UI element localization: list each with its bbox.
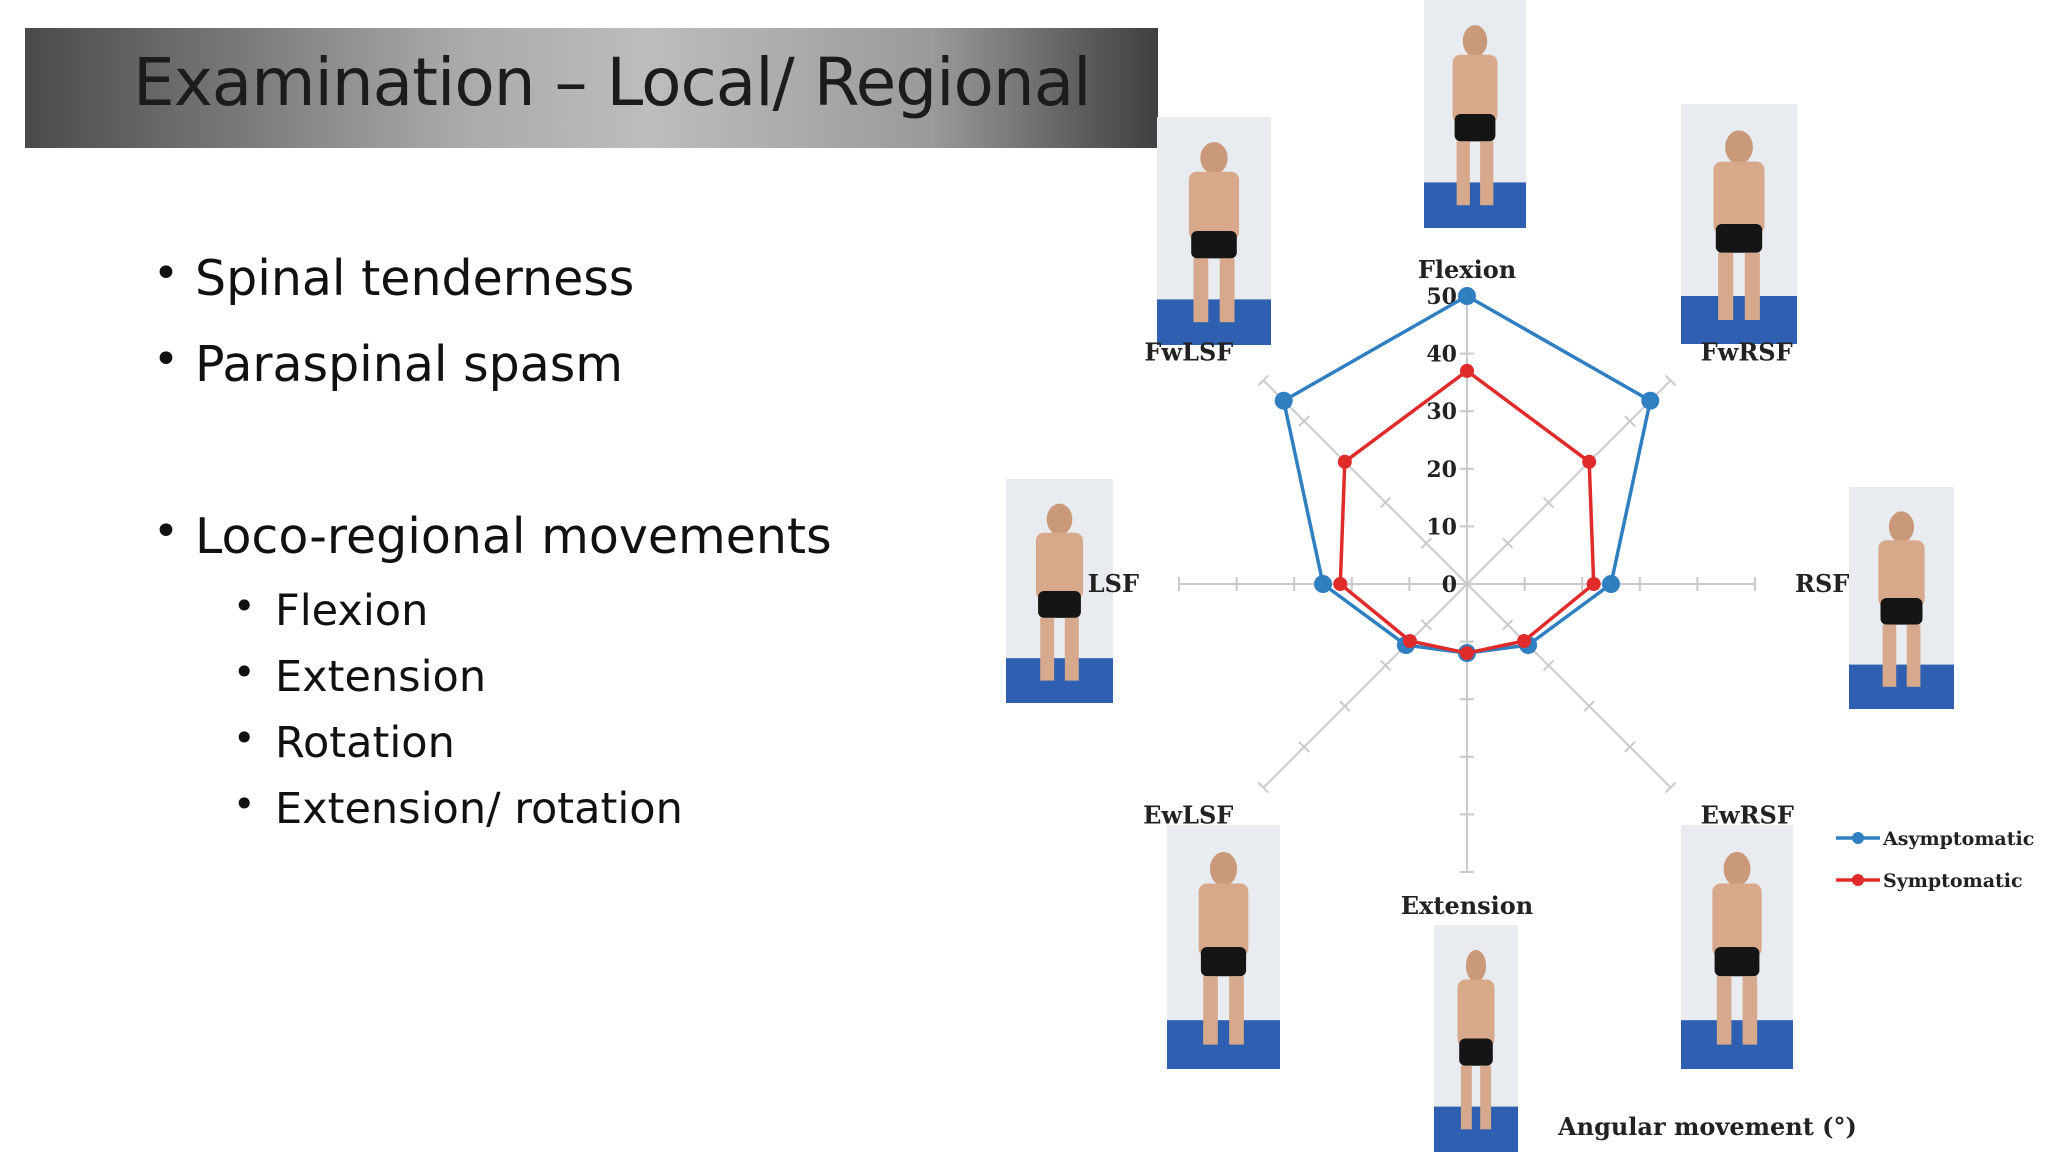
axis-label: Extension xyxy=(1401,891,1534,920)
ewrsf-photo xyxy=(1681,825,1793,1069)
data-point xyxy=(1460,363,1474,378)
data-point xyxy=(1586,577,1601,591)
slide-title: Examination – Local/ Regional xyxy=(133,44,1091,121)
radar-tick xyxy=(1664,374,1677,387)
title-bar: Examination – Local/ Regional xyxy=(25,28,1158,148)
data-point xyxy=(1641,391,1660,410)
radar-tick xyxy=(1624,741,1636,753)
bullet-text: Paraspinal spasm xyxy=(195,336,623,393)
scale-label: 20 xyxy=(1426,457,1457,483)
bullet-item: Paraspinal spasm xyxy=(153,334,623,393)
bullet-item: Loco-regional movements xyxy=(153,506,832,565)
radar-tick xyxy=(1624,415,1636,427)
radar-spoke xyxy=(1466,583,1672,789)
radar-tick xyxy=(1502,537,1514,549)
sub-bullet-item: Rotation xyxy=(233,716,455,768)
radar-tick xyxy=(1339,700,1351,712)
radar-tick xyxy=(1420,619,1432,631)
axis-label: EwLSF xyxy=(1143,801,1233,830)
radar-tick xyxy=(1542,496,1555,509)
sub-bullet-text: Flexion xyxy=(275,586,429,636)
data-point xyxy=(1582,454,1597,469)
bullet-item: Spinal tenderness xyxy=(153,248,635,307)
sub-bullet-text: Extension/ rotation xyxy=(275,784,683,834)
radar-tick xyxy=(1257,781,1270,794)
radar-tick xyxy=(1664,781,1677,794)
legend-label: Asymptomatic xyxy=(1882,828,2034,850)
radar-tick xyxy=(1420,537,1432,549)
flexion-photo xyxy=(1424,0,1526,228)
data-point xyxy=(1314,575,1332,593)
lsf-photo xyxy=(1006,479,1113,703)
axis-label: EwRSF xyxy=(1701,801,1794,830)
legend-label: Symptomatic xyxy=(1883,870,2023,892)
radar-tick xyxy=(1298,415,1310,427)
scale-label: 0 xyxy=(1442,572,1457,598)
x-axis-label: Angular movement (°) xyxy=(1557,1112,1857,1141)
radar-tick xyxy=(1583,700,1595,712)
sub-bullet-text: Extension xyxy=(275,652,487,702)
rsf-photo xyxy=(1849,487,1954,709)
radar-tick xyxy=(1542,659,1555,672)
legend-marker xyxy=(1852,832,1864,844)
radar-spoke xyxy=(1262,379,1468,585)
radar-tick xyxy=(1257,374,1270,387)
axis-label: LSF xyxy=(1088,569,1139,598)
radar-tick xyxy=(1502,619,1514,631)
axis-label: Flexion xyxy=(1418,255,1516,284)
scale-label: 40 xyxy=(1426,342,1457,368)
bullet-text: Loco-regional movements xyxy=(195,508,832,565)
radar-tick xyxy=(1298,741,1310,753)
bullet-text: Spinal tenderness xyxy=(195,250,635,307)
sub-bullet-item: Extension xyxy=(233,650,487,702)
data-point xyxy=(1333,577,1348,591)
extension-photo xyxy=(1434,925,1518,1152)
legend-marker xyxy=(1852,874,1864,886)
data-point xyxy=(1337,454,1352,469)
ewlsf-photo xyxy=(1167,825,1280,1069)
axis-label: RSF xyxy=(1795,569,1849,598)
radar-spoke xyxy=(1466,379,1672,585)
scale-label: 30 xyxy=(1426,399,1457,425)
axis-label: FwLSF xyxy=(1144,337,1233,366)
sub-bullet-item: Extension/ rotation xyxy=(233,782,683,834)
sub-bullet-text: Rotation xyxy=(275,718,455,768)
fwlsf-photo xyxy=(1157,117,1271,345)
data-point xyxy=(1274,391,1293,410)
data-point xyxy=(1402,634,1417,649)
data-point xyxy=(1460,646,1474,661)
radar-spoke xyxy=(1262,583,1468,789)
scale-label: 10 xyxy=(1426,514,1457,540)
axis-label: FwRSF xyxy=(1701,337,1793,366)
data-point xyxy=(1458,287,1476,305)
data-point xyxy=(1602,575,1620,593)
sub-bullet-item: Flexion xyxy=(233,584,429,636)
radar-tick xyxy=(1379,496,1392,509)
fwrsf-photo xyxy=(1681,104,1797,344)
data-point xyxy=(1517,634,1532,649)
radar-tick xyxy=(1379,659,1392,672)
